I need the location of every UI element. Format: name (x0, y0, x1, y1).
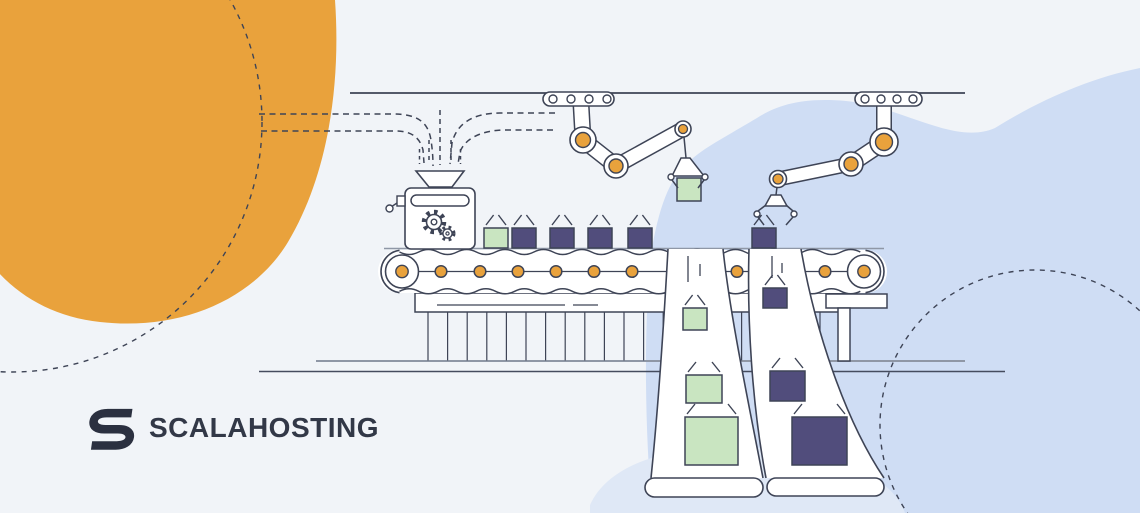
chute-boxes-right (762, 274, 848, 466)
hopper-machine (385, 170, 476, 250)
robot-arm-left (542, 91, 709, 189)
box-purple (769, 370, 806, 402)
rail-bracket (542, 91, 615, 107)
brand-name: SCALAHOSTING (149, 412, 379, 443)
box-purple (511, 227, 537, 249)
arm-joint (608, 158, 624, 174)
roller (434, 264, 448, 279)
box-purple (751, 227, 777, 249)
conveyor-belt (378, 247, 887, 295)
bracket-bolts (548, 94, 612, 104)
box-green (483, 227, 509, 249)
arm-joint (874, 132, 894, 152)
brand-logo: SCALAHOSTING (84, 405, 379, 451)
roller (730, 264, 744, 279)
arm-joint (574, 131, 592, 149)
dashed-ring-right (879, 269, 1140, 513)
belt-boxes (483, 214, 777, 249)
roller (549, 264, 563, 279)
data-flow-lines (259, 110, 555, 167)
orange-blob (0, 0, 337, 324)
box-green (684, 416, 739, 466)
box-green (682, 307, 708, 331)
box-purple (791, 416, 848, 466)
arm-joint (843, 156, 859, 172)
arm-joint (772, 173, 784, 185)
roller (473, 264, 487, 279)
box-purple (627, 227, 653, 249)
chute-boxes-left (682, 294, 739, 466)
bracket-bolts (860, 94, 918, 104)
arm-links (572, 95, 691, 175)
box-purple (549, 227, 575, 249)
box-purple (762, 287, 788, 309)
gripper-left (667, 136, 709, 189)
arm-joint (677, 123, 689, 135)
chute-base-left (644, 477, 764, 498)
gear-icon-small (439, 225, 456, 242)
belt-rollers (434, 264, 832, 279)
robot-arm-right (753, 91, 923, 226)
funnel (414, 170, 466, 188)
roller (818, 264, 832, 279)
dashed-ring-left (0, 0, 263, 373)
roller (625, 264, 639, 279)
box-green (676, 177, 702, 202)
roller (511, 264, 525, 279)
fall-lines (771, 256, 783, 278)
s-logo-icon (89, 408, 135, 450)
gripper-right (753, 186, 798, 226)
box-green (685, 374, 723, 404)
machine-lever (385, 195, 406, 213)
box-purple (587, 227, 613, 249)
fall-lines (687, 256, 701, 282)
machine-slot (410, 194, 470, 207)
gear-icon (421, 209, 447, 235)
chute-base-right (766, 477, 885, 497)
roller (587, 264, 601, 279)
held-box (676, 177, 702, 202)
rail-bracket (854, 91, 923, 107)
